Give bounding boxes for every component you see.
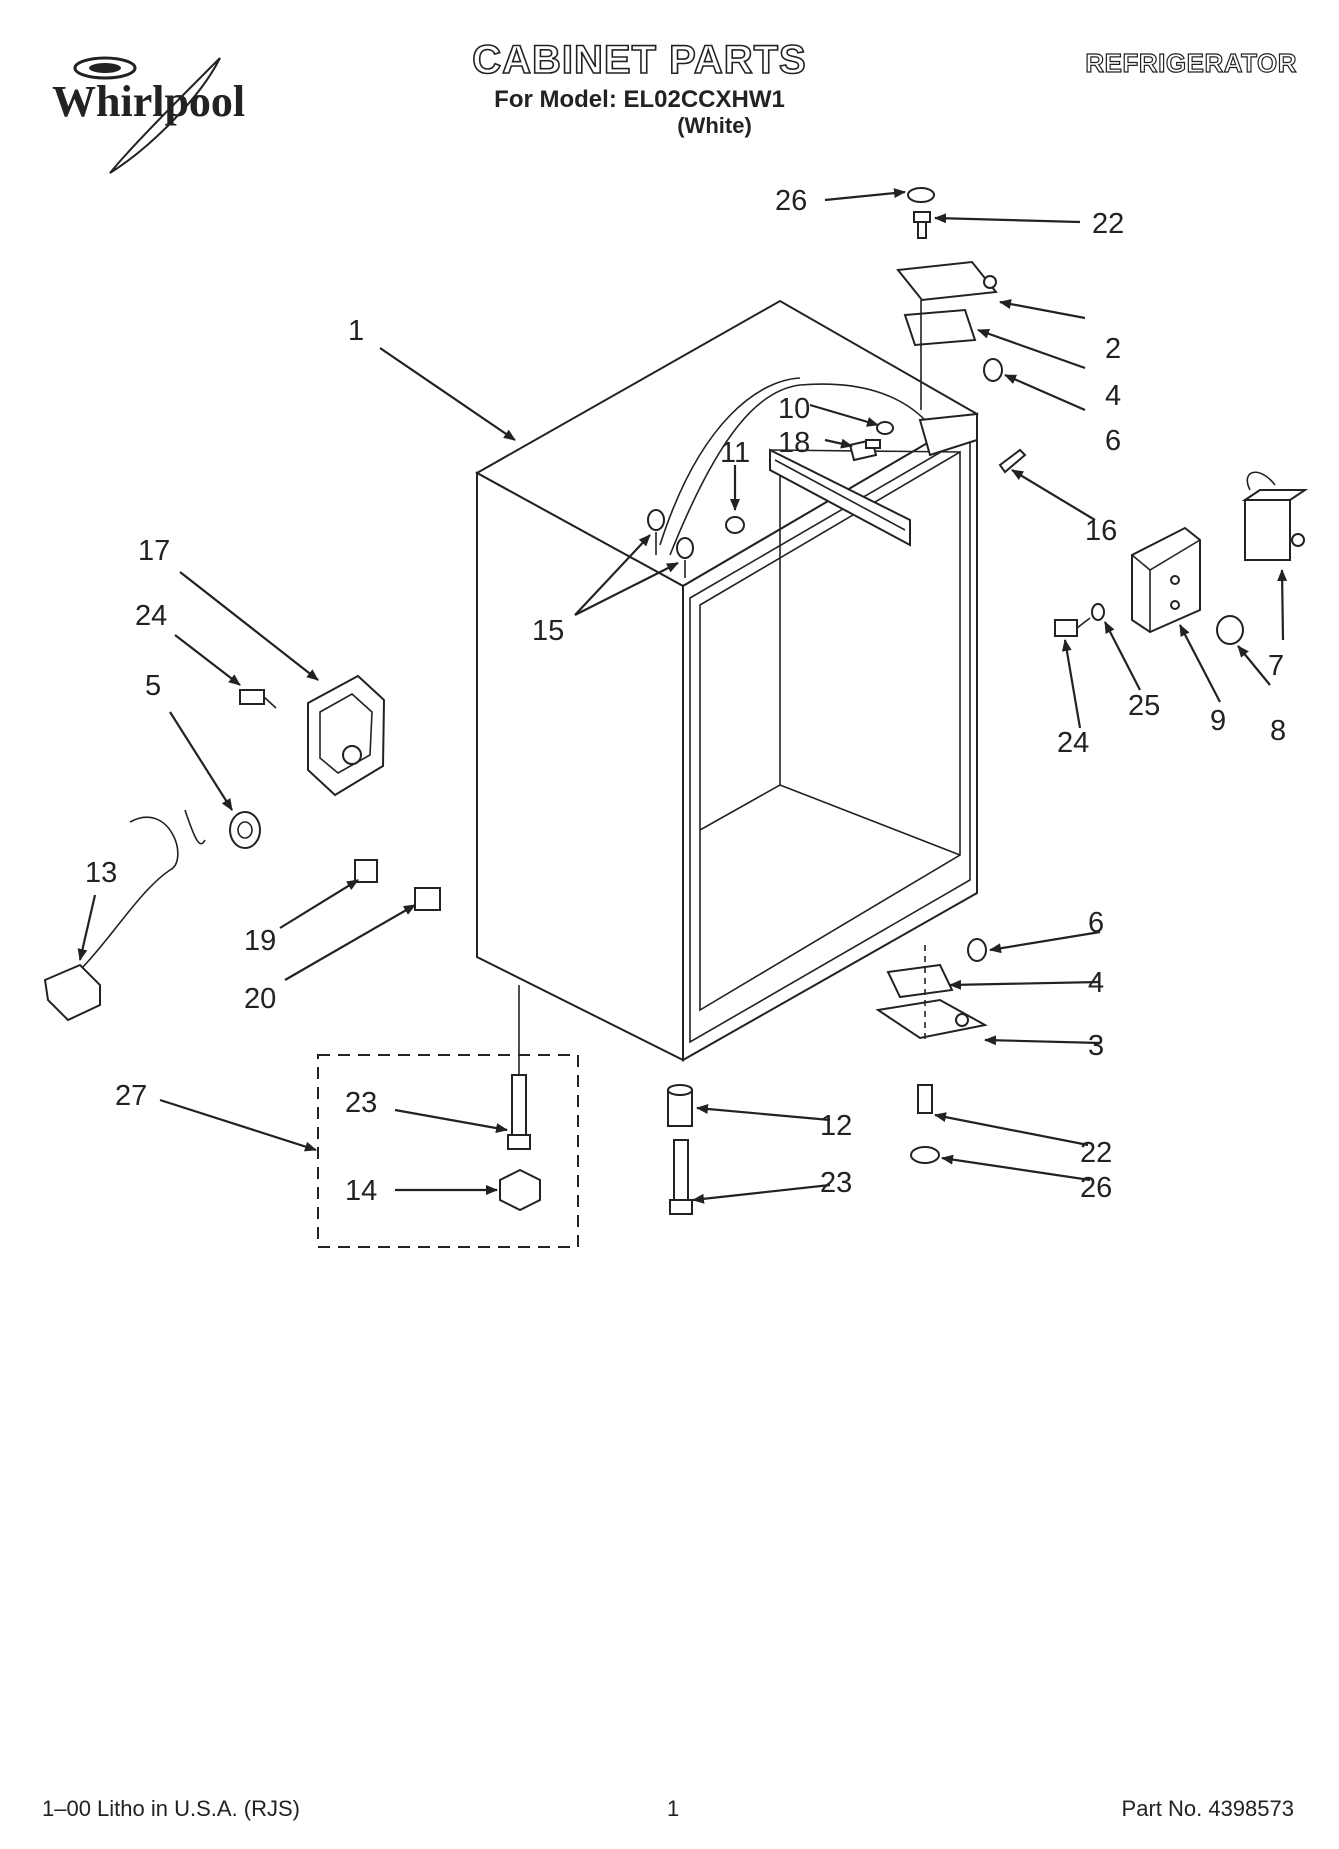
callout-6-bottom: 6 [1088,907,1104,939]
callout-4-top: 4 [1105,380,1121,412]
callout-22-bottom: 22 [1080,1137,1112,1169]
callout-7: 7 [1268,650,1284,682]
top-hinge-shim [903,308,977,347]
cabinet-body [474,299,979,1062]
callout-18: 18 [778,427,810,459]
bumpers-15 [647,509,694,578]
assembly-box-27 [317,1054,579,1248]
control-housing-9 [1131,526,1201,634]
whirlpool-logo: Whirlpool [52,56,245,174]
screw-head-top [913,211,931,223]
callout-11: 11 [720,437,750,469]
callout-labels: 26 22 1 2 4 6 10 18 11 16 17 15 24 7 5 2… [85,185,1286,1207]
callout-13: 13 [85,857,117,889]
screw-19 [354,859,378,883]
screw-22-bottom [917,1084,933,1114]
callout-6-top: 6 [1105,425,1121,457]
callout-4-bottom: 4 [1088,967,1104,999]
clip-16 [998,448,1027,474]
page-number: 1 [667,1796,680,1821]
callout-1: 1 [348,315,364,347]
top-hinge-assembly [896,187,1003,410]
category-label: REFRIGERATOR [1085,47,1297,78]
callout-23-left: 23 [345,1087,377,1119]
callout-12: 12 [820,1110,852,1142]
callout-23-right: 23 [820,1167,852,1199]
callout-24-left: 24 [135,600,167,632]
callout-20: 20 [244,983,276,1015]
part-11-pin [725,516,745,534]
washer-25 [1091,603,1105,621]
plug-button-bottom [910,1146,940,1164]
callout-2: 2 [1105,333,1121,365]
plug-button-top [907,187,935,203]
bottom-hinge-shim [886,963,954,999]
callout-26-bottom: 26 [1080,1172,1112,1204]
screw-20 [414,887,441,911]
left-parts [43,674,441,1022]
page-title: CABINET PARTS [471,37,807,83]
callout-9: 9 [1210,705,1226,737]
power-cord-13 [43,963,101,1022]
brand-wordmark: Whirlpool [52,77,245,126]
hinge-pin-bottom [967,938,987,962]
nut-14 [499,1168,541,1212]
screw-24-left [239,689,265,705]
callout-3: 3 [1088,1030,1104,1062]
hinge-pin-top [983,358,1003,382]
callout-5: 5 [145,670,161,702]
thermostat-7 [1244,499,1291,561]
leveling-legs [317,985,693,1248]
callout-24-right: 24 [1057,727,1089,759]
callout-10: 10 [778,393,810,425]
callout-19: 19 [244,925,276,957]
screw-24-right [1054,619,1078,637]
callout-22-top: 22 [1092,208,1124,240]
grommet-5 [229,811,261,849]
litho-note: 1–00 Litho in U.S.A. (RJS) [42,1796,301,1821]
foot-12 [667,1089,693,1127]
callout-25: 25 [1128,690,1160,722]
control-group [1054,471,1309,645]
callout-14: 14 [345,1175,377,1207]
screws-10-18 [848,421,894,462]
callout-15: 15 [532,615,564,647]
knob-8 [1216,615,1244,645]
model-line: For Model: EL02CCXHW1 [494,86,785,113]
bottom-hinge-plate [875,998,988,1040]
callout-16: 16 [1085,515,1117,547]
callout-17: 17 [138,535,170,567]
callout-26-top: 26 [775,185,807,217]
top-hinge-plate [896,260,998,302]
leader-lines [77,188,1288,1204]
color-line: (White) [677,113,752,138]
part-number: Part No. 4398573 [1121,1796,1294,1821]
bottom-hinge-assembly [875,938,988,1164]
callout-8: 8 [1270,715,1286,747]
callout-27: 27 [115,1080,147,1112]
